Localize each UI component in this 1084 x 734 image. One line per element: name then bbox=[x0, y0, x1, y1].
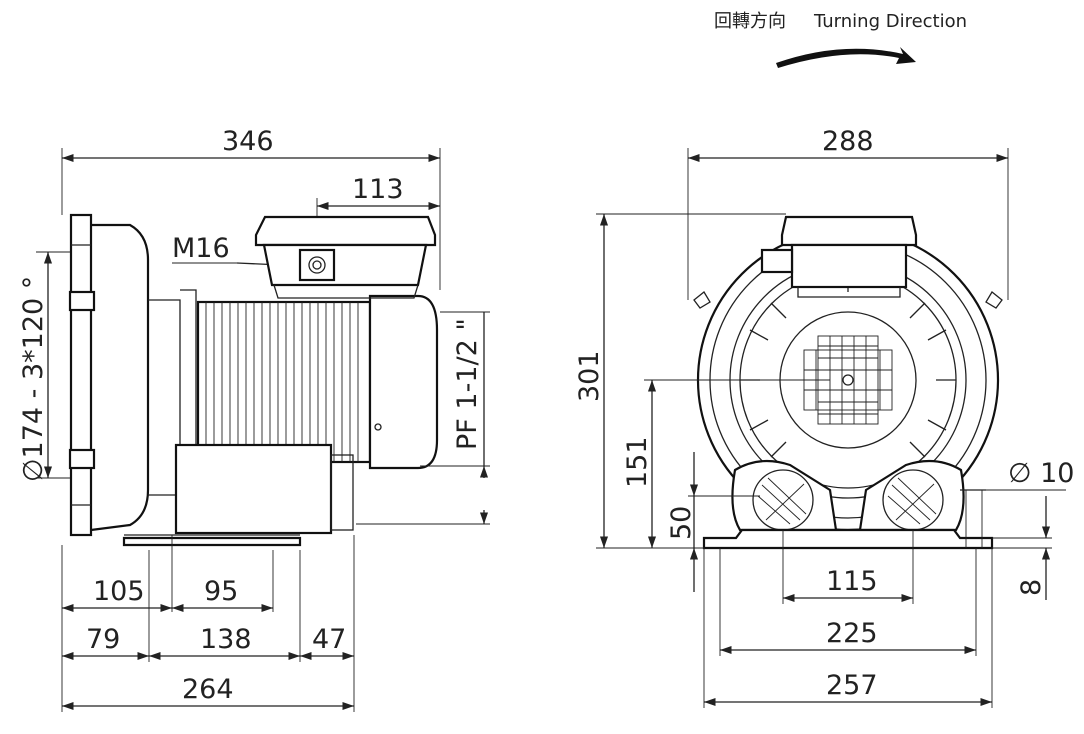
dim-288-label: 288 bbox=[822, 126, 874, 157]
dim-113-label: 113 bbox=[352, 174, 404, 205]
dim-overall-width: 288 bbox=[687, 126, 1009, 300]
turning-direction-zh-label: 回轉方向 bbox=[714, 11, 786, 32]
dim-47-label: 47 bbox=[312, 624, 346, 655]
dim-346-label: 346 bbox=[222, 126, 274, 157]
turning-direction-header: 回轉方向 Turning Direction bbox=[714, 11, 967, 68]
dim-port-thread: PF 1-1/2 " bbox=[356, 311, 490, 525]
dim-79-label: 79 bbox=[86, 624, 120, 655]
mount-hole-label: ∅ 10 bbox=[1008, 458, 1074, 489]
ports-front bbox=[731, 459, 965, 532]
side-view: 346 113 M16 bbox=[18, 126, 490, 712]
dim-105-label: 105 bbox=[93, 576, 145, 607]
dim-8-label: 8 bbox=[1016, 579, 1047, 596]
dim-264-label: 264 bbox=[182, 674, 234, 705]
dim-301-label: 301 bbox=[574, 350, 605, 402]
dim-center-height: 151 bbox=[622, 379, 830, 548]
base-side bbox=[122, 443, 354, 547]
dim-bottom-side: 105 95 79 138 47 264 bbox=[61, 535, 355, 712]
dim-151-label: 151 bbox=[622, 436, 653, 488]
dim-mount-hole: ∅ 10 bbox=[960, 458, 1074, 548]
front-view: 288 bbox=[574, 126, 1074, 708]
dim-138-label: 138 bbox=[200, 624, 252, 655]
dim-overall-length: 346 bbox=[61, 126, 441, 290]
dim-base-thickness: 8 bbox=[992, 496, 1052, 600]
dim-115-label: 115 bbox=[826, 566, 878, 597]
terminal-box-side bbox=[254, 215, 437, 299]
cable-gland-callout: M16 bbox=[172, 233, 304, 270]
dim-50-label: 50 bbox=[666, 506, 697, 540]
rotation-arrow-icon bbox=[776, 47, 916, 68]
dim-port-height: 50 bbox=[666, 452, 760, 592]
terminal-box-front bbox=[760, 215, 918, 298]
m16-label: M16 bbox=[172, 233, 230, 264]
dim-257-label: 257 bbox=[826, 670, 878, 701]
motor-body-side bbox=[196, 294, 439, 470]
dim-bottom-front: 115 225 257 bbox=[703, 530, 993, 708]
flange-circle-label: ∅174 - 3*120 ° bbox=[18, 276, 49, 482]
dim-95-label: 95 bbox=[204, 576, 238, 607]
port-thread-label: PF 1-1/2 " bbox=[452, 318, 483, 450]
dim-flange-circle: ∅174 - 3*120 ° bbox=[18, 251, 70, 482]
dim-225-label: 225 bbox=[826, 618, 878, 649]
turning-direction-en-label: Turning Direction bbox=[813, 11, 967, 32]
base-front bbox=[702, 528, 994, 550]
dim-terminal-offset: 113 bbox=[316, 174, 440, 262]
dim-overall-height: 301 bbox=[574, 213, 786, 549]
blower-housing-side bbox=[68, 213, 197, 537]
